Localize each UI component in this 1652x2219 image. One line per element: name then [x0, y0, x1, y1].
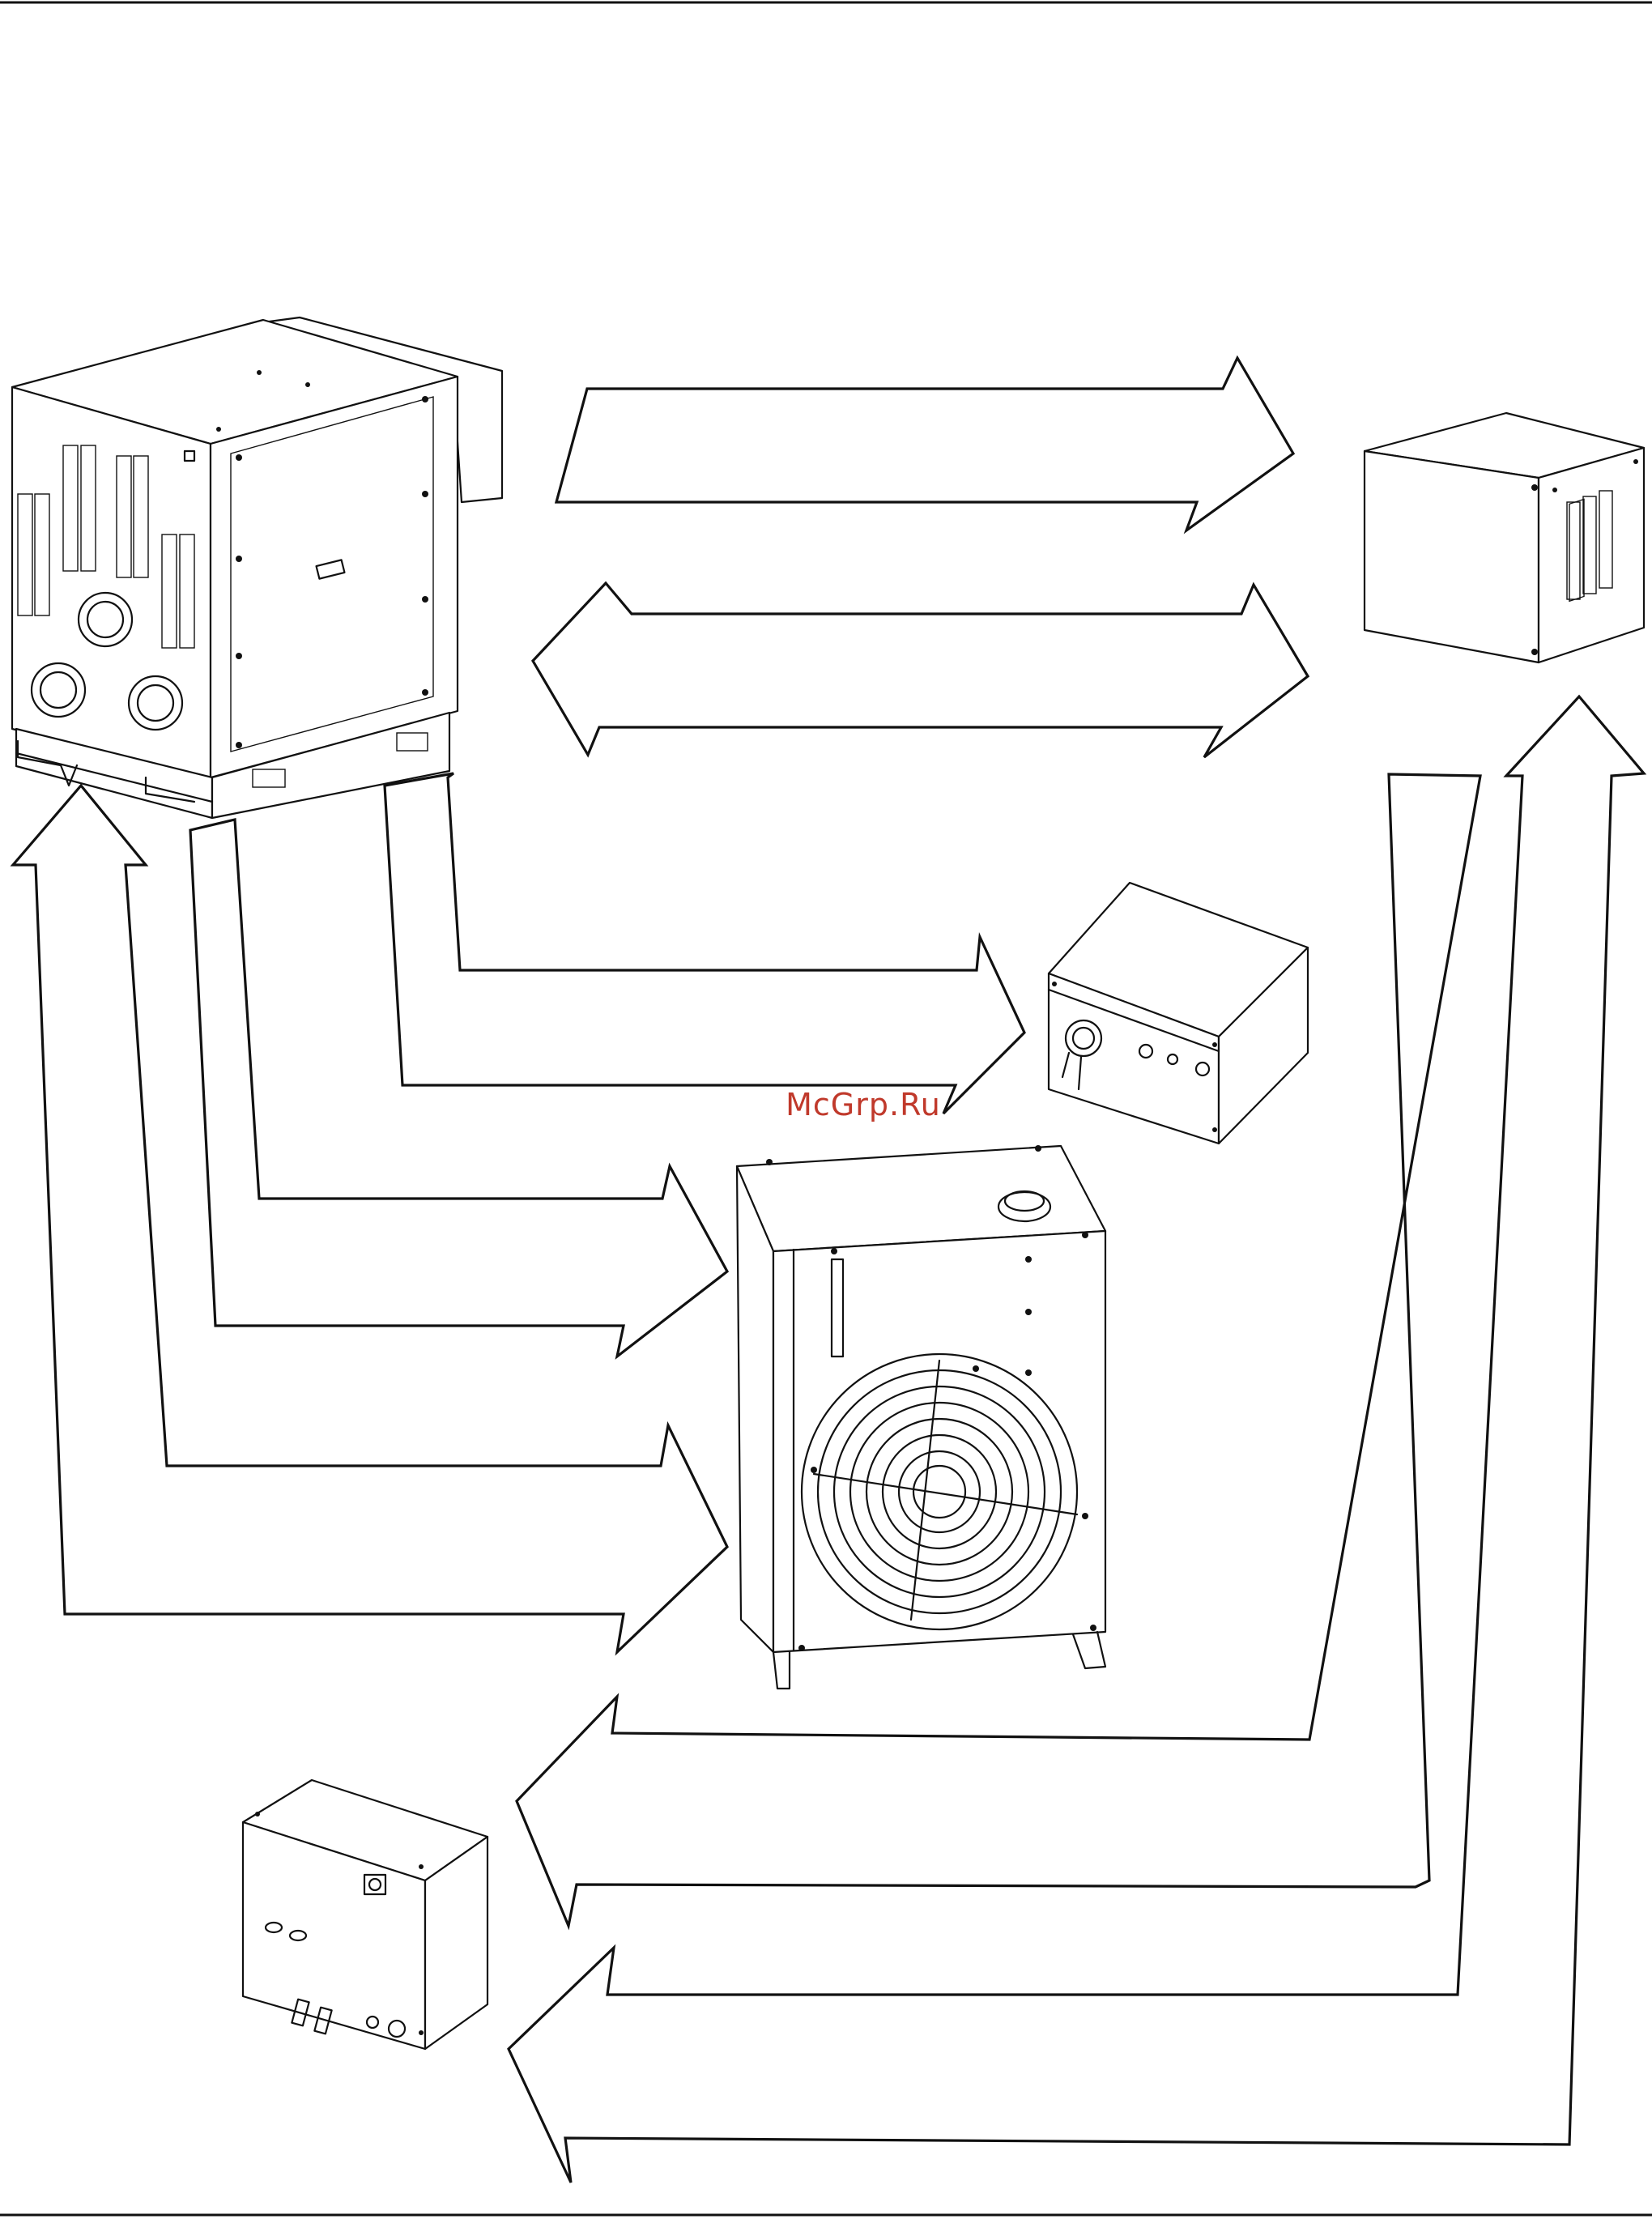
power-source-unit-icon [12, 317, 502, 818]
arrow-power-to-gas-console [556, 358, 1293, 530]
gas-console-box-icon [1365, 413, 1644, 662]
watermark-text: McGrp.Ru [750, 1087, 977, 1122]
cooler-unit-icon [737, 1145, 1105, 1689]
ignition-console-box-icon [1049, 883, 1308, 1144]
arrow-power-to-ignition-console-1 [385, 773, 1024, 1114]
arrow-power-gas-console-double [533, 583, 1308, 757]
arrow-power-to-cooler-1 [190, 820, 727, 1357]
connection-box-icon [243, 1780, 488, 2049]
